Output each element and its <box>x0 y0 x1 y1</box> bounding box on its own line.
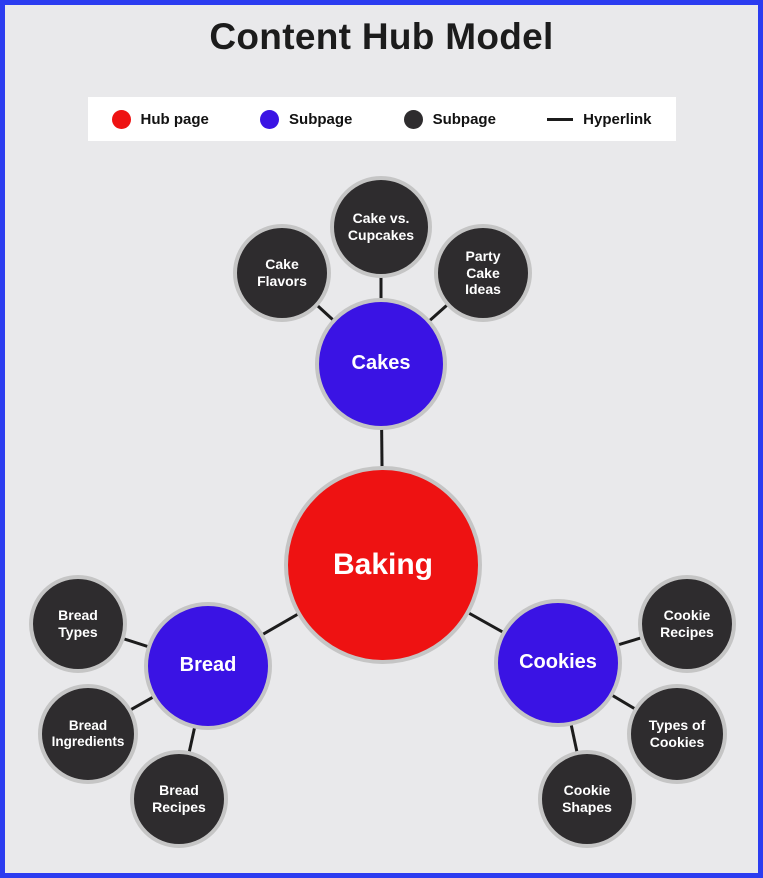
node-label: Party Cake Ideas <box>465 248 501 298</box>
node-label: Cakes <box>351 352 411 375</box>
node-label: Bread <box>179 654 237 677</box>
node-bread-types: Bread Types <box>29 575 127 673</box>
legend-label: Subpage <box>289 110 353 128</box>
node-label: Bread Recipes <box>152 782 206 815</box>
legend-item-3: Hyperlink <box>547 110 652 128</box>
node-cookies: Cookies <box>494 599 622 727</box>
node-label: Cookie Shapes <box>562 782 612 815</box>
legend-circle-swatch-icon <box>260 109 280 129</box>
node-baking: Baking <box>284 466 482 664</box>
node-party-cake-ideas: Party Cake Ideas <box>434 224 532 322</box>
node-label: Bread Types <box>58 607 98 640</box>
page-title: Content Hub Model <box>209 16 554 57</box>
node-cakes: Cakes <box>315 298 447 430</box>
node-label: Cake Flavors <box>257 256 307 289</box>
legend-label: Hyperlink <box>583 110 652 128</box>
legend-label: Subpage <box>432 110 496 128</box>
legend-item-0: Hub page <box>111 109 209 129</box>
legend: Hub page Subpage Subpage Hyperlink <box>87 97 676 141</box>
node-types-of-cookies: Types of Cookies <box>627 684 727 784</box>
node-bread-ingredients: Bread Ingredients <box>38 684 138 784</box>
node-label: Cookies <box>519 651 597 674</box>
node-cookie-recipes: Cookie Recipes <box>638 575 736 673</box>
node-label: Types of Cookies <box>648 717 706 750</box>
node-label: Cookie Recipes <box>660 607 714 640</box>
legend-item-2: Subpage <box>403 109 496 129</box>
legend-hyperlink-line-icon <box>547 117 574 121</box>
node-label: Cake vs. Cupcakes <box>347 210 415 243</box>
node-cookie-shapes: Cookie Shapes <box>538 750 636 848</box>
node-bread: Bread <box>144 602 272 730</box>
node-label: Baking <box>332 548 434 582</box>
node-label: Bread Ingredients <box>51 718 125 749</box>
node-bread-recipes: Bread Recipes <box>130 750 228 848</box>
legend-item-1: Subpage <box>260 109 353 129</box>
node-cake-vs-cupcakes: Cake vs. Cupcakes <box>330 176 432 278</box>
legend-circle-swatch-icon <box>111 109 131 129</box>
legend-circle-swatch-icon <box>403 109 423 129</box>
legend-label: Hub page <box>140 110 209 128</box>
node-cake-flavors: Cake Flavors <box>233 224 331 322</box>
